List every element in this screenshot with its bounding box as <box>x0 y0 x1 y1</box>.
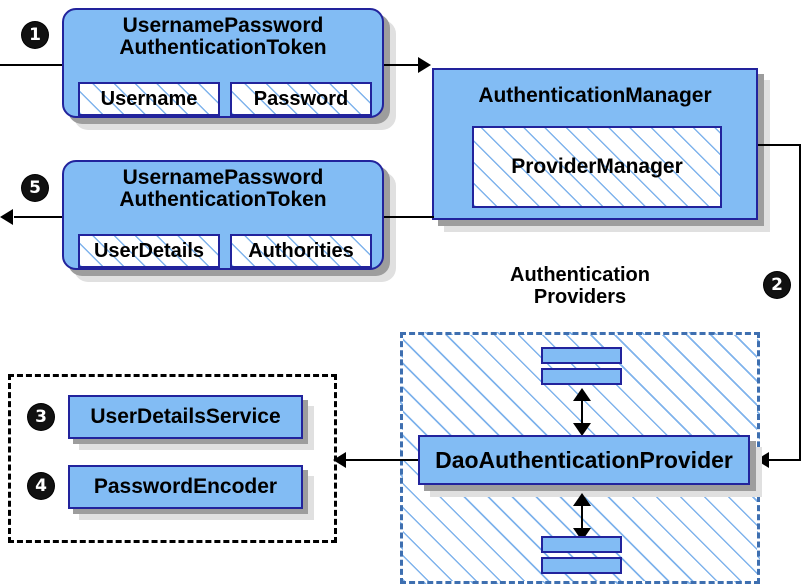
response-token-title-line2: AuthenticationToken <box>119 188 327 212</box>
provider-link-bottom <box>581 500 583 532</box>
step-marker-1: 1 <box>22 22 48 48</box>
flow-line-provider-to-collaborators <box>346 459 418 461</box>
response-token-field-authorities[interactable]: Authorities <box>230 234 372 268</box>
user-details-service-box[interactable]: UserDetailsService <box>68 395 303 439</box>
provider-link-top-arrow-down <box>573 423 591 436</box>
response-token-fields: UserDetails Authorities <box>78 234 372 268</box>
authentication-manager-box[interactable]: AuthenticationManager ProviderManager <box>432 68 758 220</box>
authentication-providers-title-line2: Providers <box>533 286 627 308</box>
provider-bar-top-2[interactable] <box>541 368 622 385</box>
request-token-title: UsernamePassword AuthenticationToken <box>119 14 327 60</box>
flow-line-request-in <box>0 64 70 66</box>
provider-link-top <box>581 395 583 427</box>
step-marker-2: 2 <box>764 272 790 298</box>
step-marker-3: 3 <box>28 404 54 430</box>
flow-line-token-to-manager <box>384 64 420 66</box>
step-marker-4: 4 <box>28 473 54 499</box>
dao-authentication-provider-box[interactable]: DaoAuthenticationProvider <box>418 435 750 485</box>
step-marker-5: 5 <box>22 175 48 201</box>
provider-bar-top-1[interactable] <box>541 347 622 364</box>
response-token-title-line1: UsernamePassword <box>122 166 324 189</box>
authentication-providers-title-line1: Authentication <box>510 264 650 286</box>
flow-line-right-down <box>799 144 801 460</box>
provider-link-top-arrow-up <box>573 388 591 401</box>
flow-arrow-response-out <box>0 209 13 225</box>
flow-line-manager-to-response <box>384 216 434 218</box>
response-token-field-userdetails[interactable]: UserDetails <box>78 234 220 268</box>
collaborators-group <box>8 374 337 543</box>
request-token-field-username[interactable]: Username <box>78 82 220 116</box>
flow-line-manager-right <box>758 144 801 146</box>
response-token-box[interactable]: UsernamePassword AuthenticationToken Use… <box>62 160 384 270</box>
flow-line-response-out <box>14 216 70 218</box>
request-token-title-line2: AuthenticationToken <box>119 36 327 60</box>
provider-bar-bottom-1[interactable] <box>541 536 622 553</box>
provider-link-bottom-arrow-up <box>573 493 591 506</box>
request-token-box[interactable]: UsernamePassword AuthenticationToken Use… <box>62 8 384 118</box>
provider-bar-bottom-2[interactable] <box>541 557 622 574</box>
authentication-providers-title: Authentication Providers <box>460 264 700 308</box>
authentication-manager-title: AuthenticationManager <box>478 84 712 107</box>
response-token-title: UsernamePassword AuthenticationToken <box>119 166 327 212</box>
flow-line-into-provider <box>769 459 801 461</box>
password-encoder-box[interactable]: PasswordEncoder <box>68 465 303 509</box>
flow-arrow-to-manager <box>418 57 431 73</box>
provider-manager-box[interactable]: ProviderManager <box>472 126 722 208</box>
request-token-fields: Username Password <box>78 82 372 116</box>
request-token-field-password[interactable]: Password <box>230 82 372 116</box>
request-token-title-line1: UsernamePassword <box>122 14 324 37</box>
